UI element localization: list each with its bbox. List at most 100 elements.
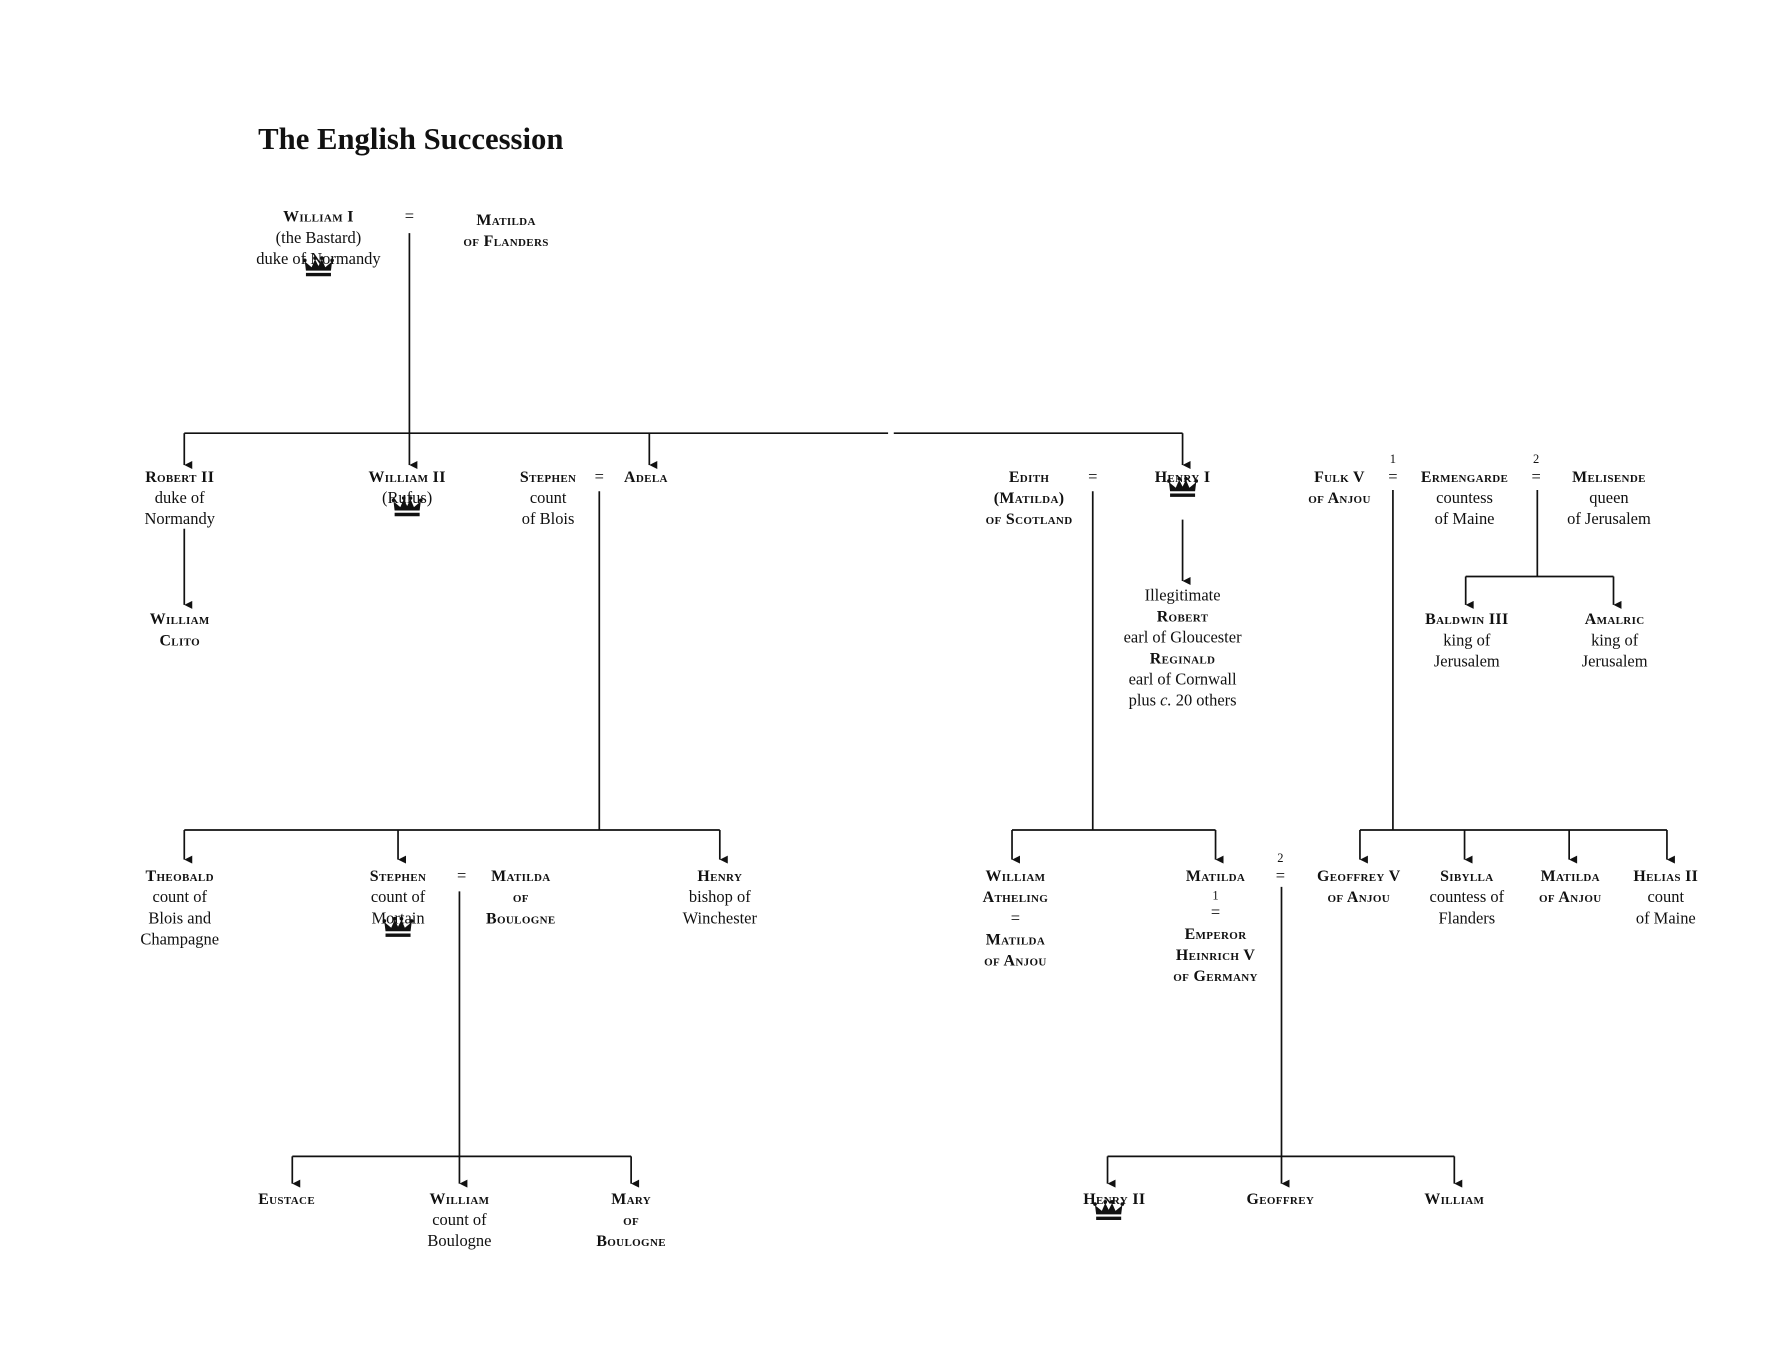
label-line: earl of Cornwall [1129,669,1237,688]
label-line: Stephen [520,469,576,486]
crown-icon [393,499,421,517]
marriage-symbols: ====1=2==2 [405,207,1541,885]
label-line: Robert II [145,469,214,486]
diagram-title: The English Succession [258,122,563,156]
label-line: Jerusalem [1434,651,1500,670]
label-line: Baldwin III [1425,611,1508,628]
label-line: William [1424,1191,1484,1208]
label-line: Helias II [1633,868,1698,885]
label-line: Winchester [683,908,758,927]
label-line: Adela [624,469,668,486]
crown-icon-jewel [1120,1202,1125,1206]
label-line: earl of Gloucester [1124,627,1242,646]
label-line: Geoffrey [1247,1191,1315,1208]
crown-icon-jewel [1103,1199,1108,1204]
label-line: of Flanders [463,233,548,250]
label-line: Sibylla [1440,868,1493,885]
label-line: Matilda [476,212,535,229]
label-line: William II [369,469,446,486]
person-geoffrey: Geoffrey [1247,1191,1315,1208]
label-line: of Anjou [1308,490,1371,507]
crown-icon-jewel [1167,479,1171,483]
label-line: William [986,868,1046,885]
label-line: of Maine [1636,908,1696,927]
label-line: queen [1589,488,1628,507]
label-line: countess of [1430,887,1505,906]
person-adela: Adela [624,469,668,486]
person-william2: William II(Rufus) [369,469,446,517]
label-line: Matilda [986,931,1045,948]
label-line: Eustace [258,1191,315,1208]
label-line: Reginald [1150,650,1216,667]
label-line: 1 [1212,888,1218,902]
person-label: Eustace [258,1191,315,1208]
label-line: Illegitimate [1145,585,1221,604]
label-line: Henry I [1155,469,1211,486]
label-line: Atheling [983,889,1049,906]
person-eustace: Eustace [258,1191,315,1208]
crown-icon-jewel [401,496,406,500]
marriage-number: 2 [1533,452,1539,466]
marriage-number: 2 [1277,851,1283,865]
label-line: Boulogne [486,910,556,927]
label-line: bishop of [689,887,751,906]
person-william1: William I(the Bastard)duke of Normandy [256,209,381,277]
label-line: Normandy [145,509,216,528]
label-line: Champagne [140,929,219,948]
crown-icon-jewel [392,916,397,921]
label-line: of Anjou [1539,889,1602,906]
crown-icon-jewel [1184,476,1188,481]
crown-icon-jewel [1110,1199,1114,1204]
marriage-equals: = [1532,467,1541,486]
person-label: Geoffrey [1247,1191,1315,1208]
person-henry1: Henry I [1155,469,1211,497]
person-label: William II(Rufus) [369,469,446,507]
person-stephen-mortain: Stephen count of Mortain [370,868,426,937]
connector-lines [183,233,1675,1188]
label-line: of Jerusalem [1567,509,1651,528]
label-line: Ermengarde [1421,469,1508,486]
label-line: king of [1443,630,1491,649]
person-label: Edith(Matilda)of Scotland [986,469,1073,528]
person-baldwin3: Baldwin III king of Jerusalem [1425,611,1508,670]
label-line: Stephen [370,868,426,885]
label-line: of Maine [1435,509,1495,528]
crown-icon-jewel [1194,479,1199,483]
marriage-equals: = [595,467,604,486]
label-line: of Blois [522,509,575,528]
label-line: Geoffrey V [1317,868,1401,885]
label-line: Mortain [372,908,425,927]
label-line: Heinrich V [1176,947,1255,964]
label-line: count of [371,887,426,906]
label-line: of Anjou [984,952,1047,969]
label-line: William [430,1191,490,1208]
person-william: William [1424,1191,1484,1208]
person-edith: Edith(Matilda)of Scotland [986,469,1073,528]
crown-icon-jewel [391,498,396,503]
label-line: Clito [159,632,200,649]
marriage-equals: = [1088,467,1097,486]
label-line: Fulk V [1314,469,1365,486]
label-line: Robert [1157,608,1209,625]
label-line: Henry II [1083,1191,1145,1208]
label-line: duke of Normandy [256,249,381,268]
marriage-equals: = [1388,467,1397,486]
crown-icon-jewel [320,256,324,260]
